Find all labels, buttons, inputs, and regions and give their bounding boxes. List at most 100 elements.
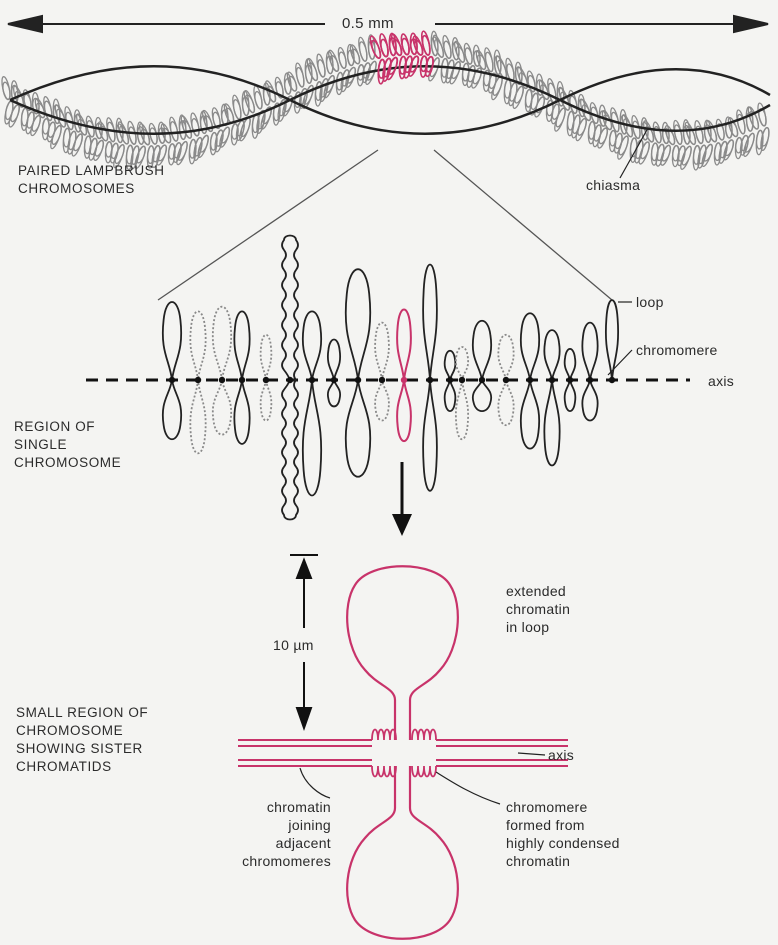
chromomere-dot	[263, 377, 269, 383]
chromomere-coil	[372, 766, 396, 777]
chromomere-dot	[567, 377, 573, 383]
chromomere-pointer	[608, 350, 632, 375]
lateral-loop	[328, 380, 340, 406]
lateral-loop	[445, 380, 456, 411]
paired-chromosomes-title: PAIRED LAMPBRUSH CHROMOSOMES	[18, 162, 165, 198]
chromomere-coil	[412, 730, 436, 741]
lateral-loop	[190, 380, 205, 453]
small-region-title: SMALL REGION OF CHROMOSOME SHOWING SISTE…	[16, 704, 148, 776]
chromomere-coil	[372, 730, 396, 741]
chromomere-dot	[447, 377, 453, 383]
strip-loop	[29, 115, 42, 137]
lateral-loop	[565, 380, 576, 411]
lateral-loop	[234, 311, 249, 380]
single-chromosome-region	[86, 236, 690, 520]
lateral-loop	[163, 302, 181, 380]
strip-loop	[326, 51, 334, 73]
loop-label: loop	[636, 293, 664, 311]
extended-chromatin-loop-lower	[347, 766, 458, 939]
chromomere-dot	[309, 377, 315, 383]
lateral-loop	[456, 347, 468, 380]
strip-loop	[92, 140, 105, 162]
extended-chromatin-loop-upper	[347, 566, 458, 740]
zoom-lines	[158, 150, 612, 300]
lateral-loop	[544, 330, 559, 380]
lateral-loop	[521, 380, 539, 449]
chromomere-dot	[503, 377, 509, 383]
lateral-loop	[473, 321, 491, 380]
lateral-loop	[303, 311, 321, 380]
lateral-loop	[397, 310, 411, 381]
chromomere-dot	[549, 377, 555, 383]
region-title: REGION OF SINGLE CHROMOSOME	[14, 418, 121, 472]
lateral-loop	[213, 307, 231, 380]
chromomere-formed-label: chromomere formed from highly condensed …	[506, 798, 620, 870]
strip-loop	[450, 61, 462, 80]
lateral-loop	[423, 380, 437, 491]
strip-loop	[639, 141, 651, 160]
axis-label-bottom: axis	[548, 746, 574, 764]
lateral-loop	[423, 265, 437, 381]
strip-loop	[679, 145, 693, 170]
highlighted-region	[368, 31, 434, 84]
lateral-loop	[163, 380, 181, 439]
strip-loop	[513, 85, 525, 104]
lateral-loop	[375, 323, 389, 380]
lateral-loop	[498, 380, 513, 425]
lateral-loop	[303, 380, 321, 496]
chromomere-dot	[427, 377, 433, 383]
lateral-loop	[498, 335, 513, 380]
lateral-loop	[282, 236, 298, 381]
lateral-loop-fringe	[0, 31, 770, 170]
lateral-loop	[544, 380, 559, 466]
chromomere-dot	[527, 377, 533, 383]
scale-bar-label: 0.5 mm	[342, 15, 394, 33]
strip-loop	[702, 143, 714, 162]
chromomere-dot	[355, 377, 361, 383]
strip-loop	[596, 127, 609, 149]
lateral-loop	[456, 380, 468, 439]
lateral-loop	[328, 340, 340, 381]
chromomere-dot	[379, 377, 385, 383]
paired-lampbrush-chromosomes	[0, 31, 770, 171]
lateral-loop	[397, 380, 411, 441]
condensed-chromomeres	[372, 730, 436, 777]
extended-chromatin-label: extended chromatin in loop	[506, 582, 570, 636]
lateral-loop	[582, 380, 597, 421]
chromomere-dot	[401, 377, 407, 383]
chromomere-dot	[479, 377, 485, 383]
chromosome-axis-2	[10, 66, 770, 134]
chiasma-label: chiasma	[586, 176, 640, 194]
chromomere-coil	[412, 766, 436, 777]
chromomere-dot	[219, 377, 225, 383]
lateral-loop	[565, 349, 576, 380]
chromomere-label: chromomere	[636, 341, 718, 359]
chromosome-axis-1	[10, 66, 770, 134]
lateral-loop	[445, 351, 456, 380]
chromomere-dot	[609, 377, 615, 383]
chromomere-dot	[587, 377, 593, 383]
ten-um-label: 10 µm	[273, 636, 314, 654]
zoom-arrow	[392, 462, 412, 536]
lateral-loop	[521, 313, 539, 380]
chromomere-dot	[287, 377, 293, 383]
chromomere-dot	[331, 377, 337, 383]
strip-loop	[9, 104, 21, 123]
chromomere-dot	[239, 377, 245, 383]
axis-label-top: axis	[708, 372, 734, 390]
strip-loop	[659, 144, 672, 166]
lateral-loop	[473, 380, 491, 411]
chromomere-dot	[195, 377, 201, 383]
chromomere-dot	[459, 377, 465, 383]
lateral-loop	[346, 380, 371, 477]
strip-loop	[576, 118, 588, 137]
chromatin-joining-label: chromatin joining adjacent chromomeres	[176, 798, 331, 870]
lateral-loop	[190, 311, 205, 380]
strip-loop	[72, 133, 84, 152]
lateral-loop	[375, 380, 389, 421]
lateral-loop	[346, 269, 371, 380]
loops	[163, 236, 618, 520]
lateral-loop	[261, 380, 272, 421]
lateral-loop	[582, 323, 597, 380]
